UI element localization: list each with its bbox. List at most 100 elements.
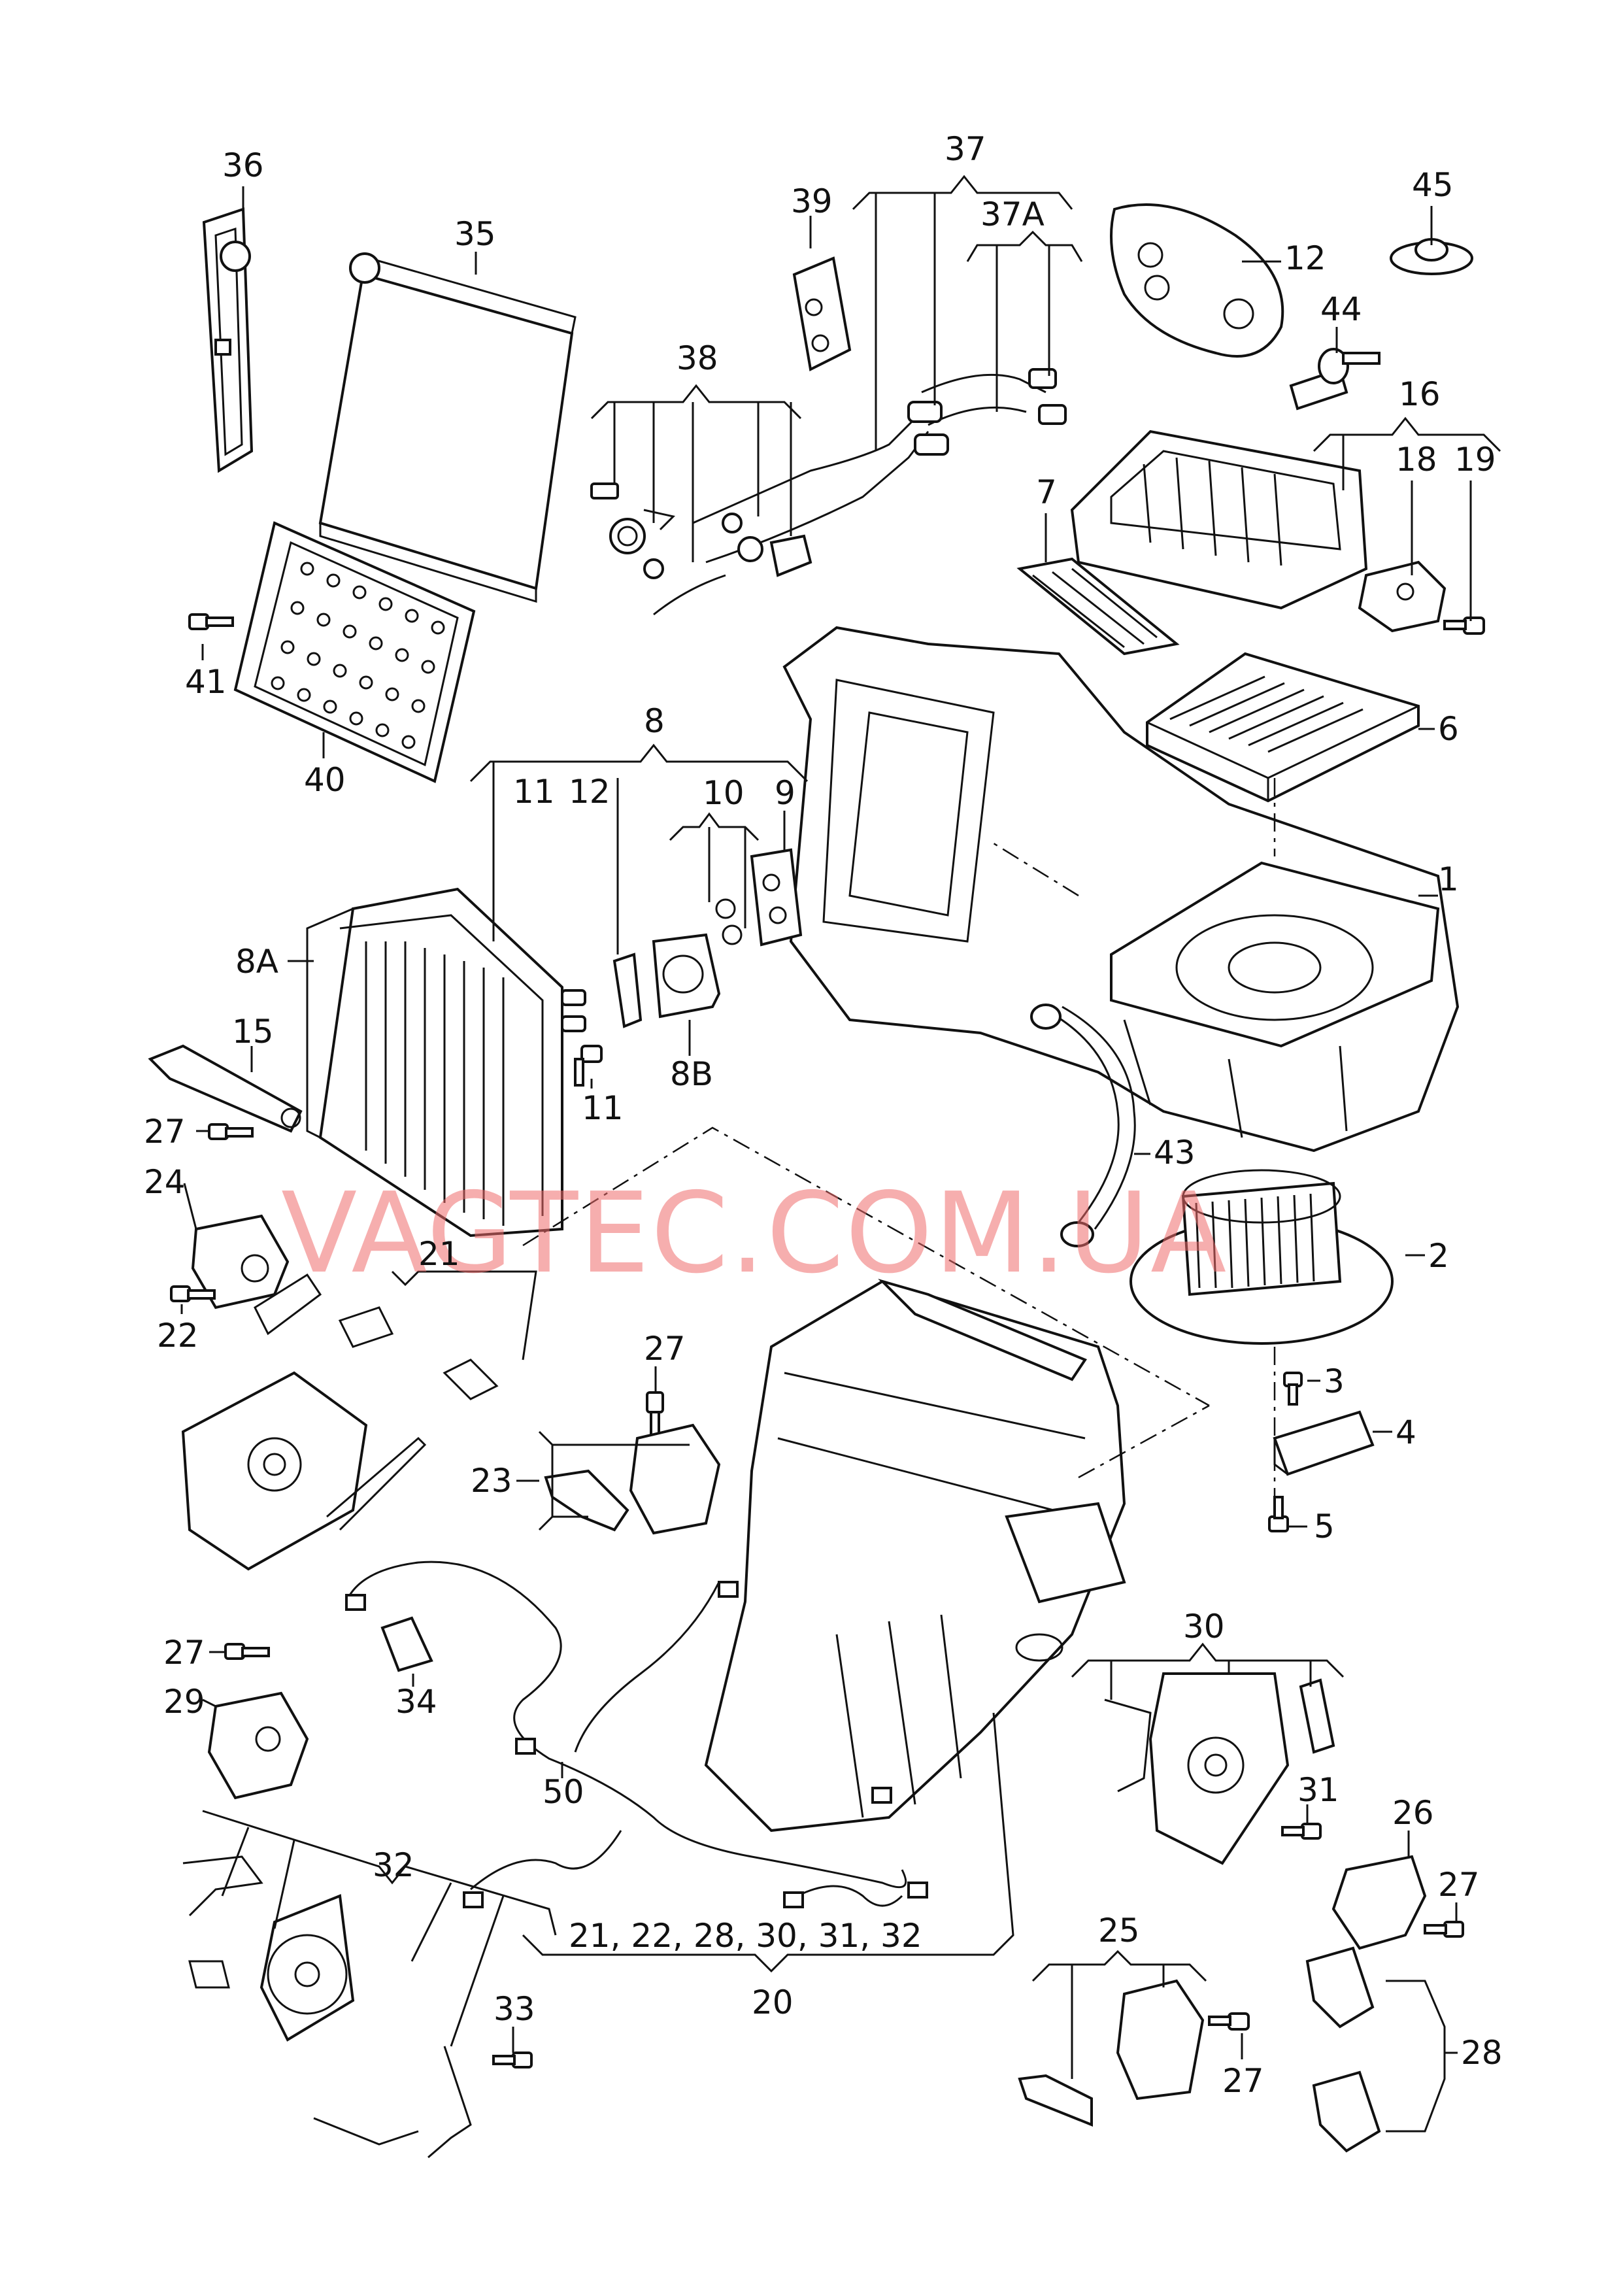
part-22-screw [170, 1285, 216, 1302]
part-28-linkage [1305, 1946, 1381, 2153]
part-27-screw-e [1424, 1921, 1464, 1938]
part-23-servo [544, 1423, 721, 1535]
part-43-drain-hose [1030, 1004, 1136, 1247]
callout-20: 20 [752, 1984, 794, 2021]
callout-22: 22 [157, 1317, 199, 1355]
part-44-grommet [1289, 348, 1380, 411]
callout-11-top: 11 [513, 773, 555, 811]
part-27-screw-c [224, 1643, 270, 1660]
callout-15: 15 [232, 1013, 274, 1051]
part-50-wiring-harness [345, 1561, 928, 1908]
part-5-screw [1268, 1496, 1289, 1532]
part-31-screw [1281, 1823, 1322, 1840]
callout-27-c: 27 [163, 1634, 205, 1672]
leader-lines [180, 175, 1501, 2133]
part-38-seal-kit [590, 482, 812, 579]
part-36-seal-strip [202, 207, 254, 473]
callout-3: 3 [1324, 1362, 1345, 1400]
callout-36: 36 [222, 146, 264, 184]
part-16-intake-housing [1070, 430, 1368, 610]
part-45-nut [1390, 238, 1473, 275]
callout-11-bottom: 11 [582, 1089, 624, 1127]
callout-10: 10 [703, 774, 745, 812]
watermark: VAGTEC.COM.UA [281, 1169, 1228, 1298]
callout-31: 31 [1297, 1771, 1339, 1809]
part-33-screw [492, 2051, 533, 2068]
callout-26: 26 [1392, 1794, 1434, 1832]
callout-37: 37 [945, 130, 986, 168]
part-10-orings [715, 898, 743, 945]
part-19-screw [1443, 616, 1485, 635]
callout-29: 29 [163, 1683, 205, 1721]
part-35-heater-core [318, 252, 577, 603]
callout-7: 7 [1036, 473, 1057, 511]
part-27-screw-d [1208, 2012, 1250, 2031]
part-18-bracket [1358, 560, 1447, 633]
callout-27-a: 27 [144, 1113, 186, 1151]
callout-44: 44 [1320, 290, 1362, 328]
callout-33: 33 [494, 1990, 535, 2028]
callout-19: 19 [1454, 441, 1496, 479]
callout-32: 32 [373, 1846, 414, 1884]
callout-25: 25 [1098, 1912, 1140, 1950]
part-12-gasket [612, 953, 643, 1028]
part-27-screw-b [646, 1391, 664, 1440]
callout-38: 38 [677, 339, 718, 377]
part-41-screw [188, 613, 234, 630]
part-3-screw [1283, 1372, 1303, 1406]
callout-12-mid: 12 [569, 773, 611, 811]
part-34-connector [380, 1616, 433, 1672]
callout-4: 4 [1396, 1413, 1416, 1451]
callout-24: 24 [144, 1163, 186, 1201]
callout-41: 41 [185, 663, 227, 701]
callout-16: 16 [1399, 375, 1441, 413]
callout-8B: 8B [670, 1055, 713, 1093]
part-11-screw [574, 1045, 603, 1087]
callout-27-d: 27 [1222, 2062, 1264, 2100]
callout-35: 35 [454, 215, 496, 253]
callout-12-top: 12 [1284, 239, 1326, 277]
part-15-lever [148, 1044, 303, 1133]
part-32-actuator-levers [182, 1855, 472, 2159]
part-8A-evaporator [306, 887, 586, 1238]
callout-28: 28 [1461, 2034, 1503, 2072]
part-21-actuator-linkage [181, 1273, 499, 1571]
callout-27-b: 27 [644, 1330, 686, 1368]
part-2-blower-motor [1129, 1169, 1394, 1345]
part-7-grille [1016, 557, 1180, 656]
part-8B-insulation [652, 933, 721, 1019]
callout-39: 39 [791, 182, 833, 220]
callout-50: 50 [543, 1773, 584, 1811]
part-4-cover [1273, 1410, 1375, 1476]
callout-2: 2 [1428, 1237, 1449, 1275]
part-9-expansion-valve [750, 848, 803, 947]
callout-1: 1 [1438, 860, 1459, 898]
callout-34: 34 [395, 1683, 437, 1721]
callout-9: 9 [775, 774, 795, 812]
callout-40: 40 [304, 761, 346, 799]
callout-30: 30 [1183, 1608, 1225, 1646]
part-27-screw-a [208, 1123, 254, 1140]
callout-6: 6 [1438, 710, 1459, 748]
callout-23: 23 [471, 1462, 512, 1500]
callout-8A: 8A [235, 943, 278, 981]
callout-5: 5 [1314, 1508, 1335, 1545]
callout-labels: 36 35 39 37 37A 12 45 38 44 16 18 19 7 4… [144, 130, 1503, 2100]
callout-21: 21 [418, 1235, 460, 1273]
part-39-valve-block [792, 256, 852, 371]
part-20-air-distribution-housing [704, 1278, 1126, 1832]
part-37-refrigerant-lines [653, 368, 1067, 616]
callout-18: 18 [1396, 441, 1437, 479]
part-30-actuator [1104, 1672, 1335, 1865]
callout-43: 43 [1154, 1134, 1196, 1172]
callout-8: 8 [644, 702, 665, 740]
part-12-gasket-plate [1110, 203, 1284, 358]
part-25-servo [1018, 1979, 1205, 2127]
callout-27-e: 27 [1438, 1866, 1480, 1904]
part-1-hvac-housing [782, 626, 1460, 1153]
callout-group-20-members: 21, 22, 28, 30, 31, 32 [569, 1917, 922, 1955]
part-40-heater-core-frame [233, 521, 476, 783]
part-29-servo [207, 1691, 309, 1800]
callout-45: 45 [1412, 166, 1454, 204]
